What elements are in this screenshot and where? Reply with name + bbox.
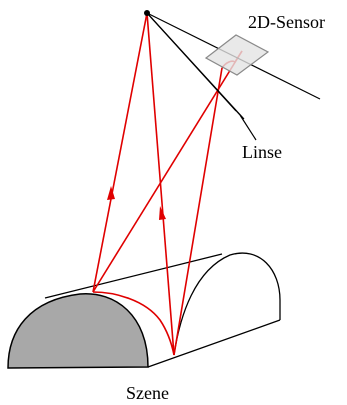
lens-line-3 (146, 12, 245, 120)
reflected-ray-1 (92, 50, 243, 293)
cylinder-front-face (7, 293, 149, 369)
scene-half-cylinder (7, 252, 281, 369)
ray-surface-curve (92, 291, 175, 356)
light-rays (92, 12, 243, 356)
ray-arrowheads (107, 186, 166, 220)
cylinder-back-arc (173, 252, 281, 356)
reflected-ray-2 (173, 67, 223, 356)
cylinder-top-edge (44, 253, 223, 299)
scene-label: Szene (126, 383, 169, 403)
lens-pointer (239, 114, 257, 141)
lens-label: Linse (242, 142, 282, 162)
incident-ray-1 (92, 12, 148, 293)
sensor-plane (204, 34, 270, 76)
arrowhead-1 (107, 186, 115, 200)
arrowhead-2 (159, 206, 166, 220)
cylinder-bottom-edge (147, 319, 281, 368)
sensor-label: 2D-Sensor (248, 12, 325, 32)
